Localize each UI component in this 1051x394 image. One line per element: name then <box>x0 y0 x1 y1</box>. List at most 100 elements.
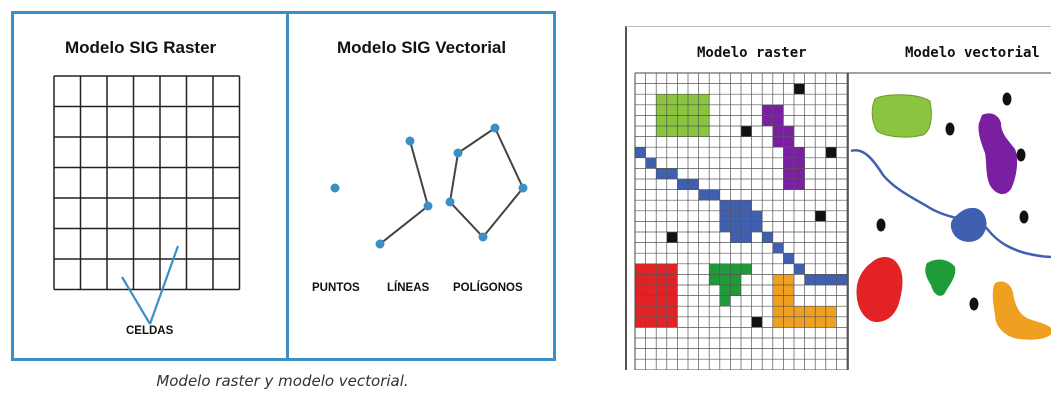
raster-cell-darkgreen <box>709 274 720 285</box>
raster-cell-blue <box>719 221 731 232</box>
raster-cell-blue <box>741 232 752 243</box>
raster-cell-darkgreen <box>730 274 741 285</box>
raster-cell-point <box>741 126 752 137</box>
raster-cell-blue <box>645 157 657 169</box>
raster-cell-blue <box>719 200 731 211</box>
raster-cell-red <box>635 306 646 317</box>
raster-cell-purple <box>762 104 773 116</box>
raster-cell-blue <box>709 189 720 201</box>
raster-cell-blue <box>815 274 826 285</box>
raster-cell-blue <box>635 147 646 158</box>
raster-model-grid <box>634 72 848 370</box>
point-feature <box>330 183 340 193</box>
raster-cell-orange <box>815 316 826 328</box>
polygon-vertex <box>490 123 500 133</box>
raster-cell-purple <box>772 115 784 126</box>
raster-cell-orange <box>772 306 784 317</box>
raster-cell-purple <box>794 168 805 179</box>
raster-model-title: Modelo raster <box>697 45 807 61</box>
raster-cell-green <box>688 126 699 137</box>
raster-cell-green <box>698 126 710 137</box>
raster-cell-darkgreen <box>719 285 731 296</box>
raster-cell-purple <box>783 179 794 190</box>
line-feature <box>379 140 430 245</box>
figure-caption: Modelo raster y modelo vectorial. <box>156 372 409 390</box>
raster-cell-orange <box>783 274 794 285</box>
raster-cell-green <box>688 104 699 116</box>
right-illustration-svg <box>634 72 1051 370</box>
raster-cell-red <box>656 316 667 328</box>
raster-cell-orange <box>794 306 805 317</box>
raster-cell-green <box>677 126 688 137</box>
raster-cell-red <box>656 285 667 296</box>
raster-cell-orange <box>804 316 816 328</box>
raster-cell-green <box>698 104 710 116</box>
raster-cell-green <box>656 104 667 116</box>
raster-cell-red <box>656 263 667 275</box>
raster-cell-point <box>815 210 826 222</box>
raster-cells <box>635 83 847 328</box>
raster-cell-purple <box>794 147 805 158</box>
lake-area-vector <box>950 207 987 242</box>
raster-cell-blue <box>719 210 731 222</box>
raster-cell-purple <box>772 136 784 148</box>
raster-cell-red <box>666 285 678 296</box>
raster-cell-orange <box>772 316 784 328</box>
raster-cell-red <box>635 316 646 328</box>
raster-cell-red <box>656 295 667 307</box>
raster-cell-orange <box>783 306 794 317</box>
raster-cell-blue <box>804 274 816 285</box>
raster-cell-purple <box>794 179 805 190</box>
line-vertex <box>423 201 433 211</box>
raster-cell-green <box>666 115 678 126</box>
raster-cell-blue <box>730 200 741 211</box>
raster-cell-darkgreen <box>719 295 731 307</box>
raster-cell-orange <box>783 316 794 328</box>
raster-cell-green <box>666 126 678 137</box>
raster-cell-blue <box>698 189 710 201</box>
raster-cell-blue <box>688 179 699 190</box>
raster-cell-point <box>666 232 678 243</box>
raster-cell-darkgreen <box>719 263 731 275</box>
raster-cell-red <box>645 306 657 317</box>
left-diagram-svg <box>53 75 528 325</box>
raster-cell-darkgreen <box>730 285 741 296</box>
raster-cell-red <box>666 263 678 275</box>
line-vertex <box>405 136 415 146</box>
raster-cell-green <box>698 94 710 105</box>
raster-cell-red <box>666 274 678 285</box>
vector-panel-title: Modelo SIG Vectorial <box>337 38 507 57</box>
raster-cell-purple <box>762 115 773 126</box>
raster-cell-purple <box>783 126 794 137</box>
polygon-vertex <box>518 183 528 193</box>
raster-cell-blue <box>741 221 752 232</box>
cells-pointer-line-left <box>121 276 151 325</box>
raster-vs-vector-illustration: Modelo raster Modelo vectorial <box>625 26 1051 370</box>
raster-cell-green <box>688 115 699 126</box>
raster-cell-purple <box>783 147 794 158</box>
purple-area-vector <box>978 113 1018 195</box>
raster-cell-point <box>751 316 763 328</box>
raster-cell-blue <box>794 263 805 275</box>
raster-cell-blue <box>741 210 752 222</box>
raster-grid <box>53 75 241 291</box>
raster-cell-red <box>645 274 657 285</box>
green-area-vector <box>871 94 932 138</box>
raster-cell-purple <box>794 157 805 169</box>
raster-cell-orange <box>794 316 805 328</box>
raster-cell-orange <box>772 274 784 285</box>
raster-cell-orange <box>825 316 837 328</box>
polygon-vertex <box>478 232 488 242</box>
raster-cell-darkgreen <box>709 263 720 275</box>
raster-cell-red <box>656 274 667 285</box>
raster-cell-red <box>666 306 678 317</box>
dark-green-area-vector <box>925 259 956 296</box>
panel-divider <box>286 14 289 358</box>
lines-label: LÍNEAS <box>387 282 430 294</box>
raster-cell-green <box>666 94 678 105</box>
river-line-vector <box>850 148 1051 259</box>
polygon-feature <box>448 126 525 239</box>
raster-vs-vector-sig-figure: Modelo SIG Raster Modelo SIG Vectorial C… <box>11 11 556 361</box>
raster-cell-red <box>645 295 657 307</box>
cells-label: CELDAS <box>126 325 174 337</box>
